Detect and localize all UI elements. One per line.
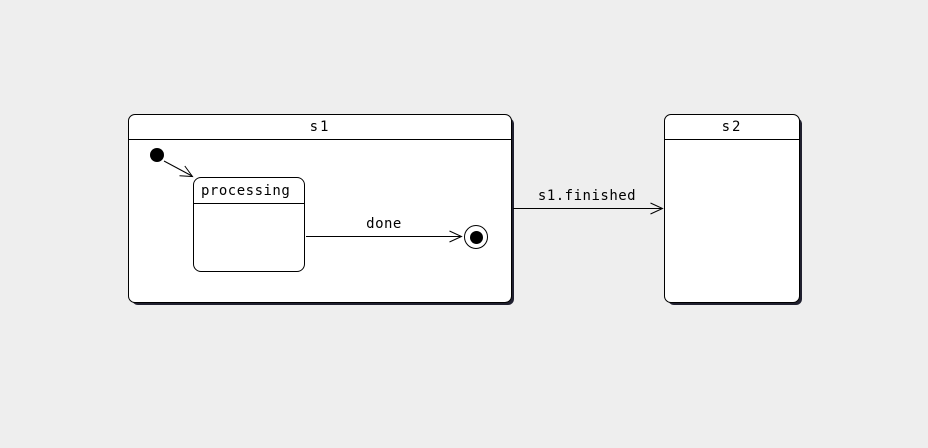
substate-processing-title: processing [194,178,304,204]
final-state-icon[interactable] [464,225,488,249]
final-state-inner-dot [469,230,483,244]
substate-processing[interactable]: processing [193,177,305,272]
state-s2-title: s2 [665,115,799,140]
arrowhead-icon [650,202,664,215]
transition-s1-to-s2[interactable] [513,202,664,215]
initial-state-icon[interactable] [150,148,164,162]
state-s1-title: s1 [129,115,511,140]
state-s1[interactable]: s1 [128,114,512,303]
state-s2[interactable]: s2 [664,114,800,303]
transition-label-done: done [366,216,402,232]
transition-label-s1-finished: s1.finished [537,188,637,204]
